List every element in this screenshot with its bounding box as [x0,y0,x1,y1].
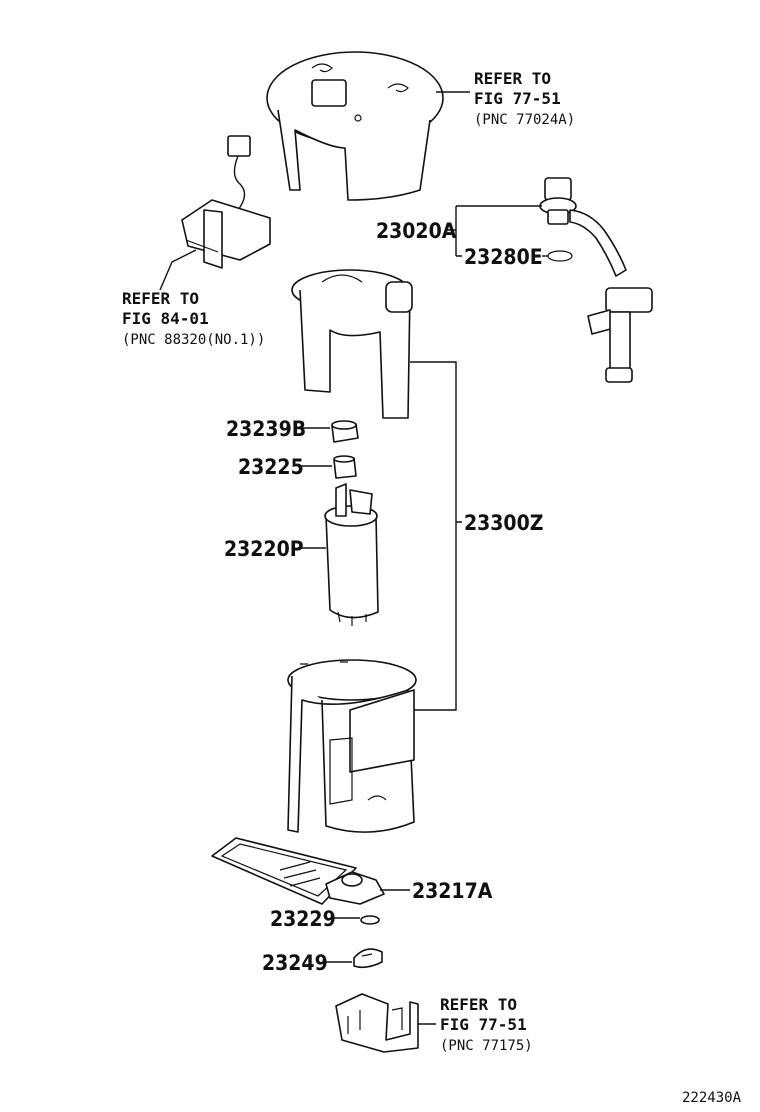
part-label-23300Z: 23300Z [464,511,543,535]
part-label-23249: 23249 [262,951,328,975]
part-label-23280E: 23280E [464,245,543,269]
ref-bottom-line1: REFER TO [440,995,517,1014]
fuel-pump-23220P [324,483,379,626]
grommet-23239B [331,420,359,443]
ref-left-line2: FIG 84-01 [122,309,209,328]
fuel-sender-gauge [159,135,271,291]
ref-bottom-line3: (PNC 77175) [440,1038,533,1054]
part-label-23229: 23229 [270,907,336,931]
cushion-23225 [333,455,357,479]
pump-lower-bracket [287,659,417,833]
part-label-23225: 23225 [238,455,304,479]
part-label-23220P: 23220P [224,537,304,561]
pump-upper-bracket [291,269,413,419]
ref-note-bottom: REFER TO FIG 77-51 (PNC 77175) [440,995,533,1054]
ref-top-line2: FIG 77-51 [474,89,561,108]
part-label-23217A: 23217A [412,879,493,903]
part-label-23239B: 23239B [226,417,306,441]
fuel-filter-23217A [211,837,385,905]
ref-top-line1: REFER TO [474,69,551,88]
ref-left-line1: REFER TO [122,289,199,308]
ref-left-line3: (PNC 88320(NO.1)) [122,332,265,348]
figure-id: 222430A [682,1090,742,1106]
fuel-pressure-regulator [539,177,653,383]
ref-bottom-line2: FIG 77-51 [440,1015,527,1034]
washer-23229 [360,915,380,925]
ref-note-top: REFER TO FIG 77-51 (PNC 77024A) [474,69,575,128]
ref-top-line3: (PNC 77024A) [474,112,575,128]
fuel-pump-top-cover [266,51,444,201]
bottom-bracket-77175 [335,993,419,1053]
clip-23249 [353,948,383,969]
leader-lines [298,91,573,1025]
ref-note-left: REFER TO FIG 84-01 (PNC 88320(NO.1)) [122,289,265,348]
part-label-23020A: 23020A [376,219,457,243]
